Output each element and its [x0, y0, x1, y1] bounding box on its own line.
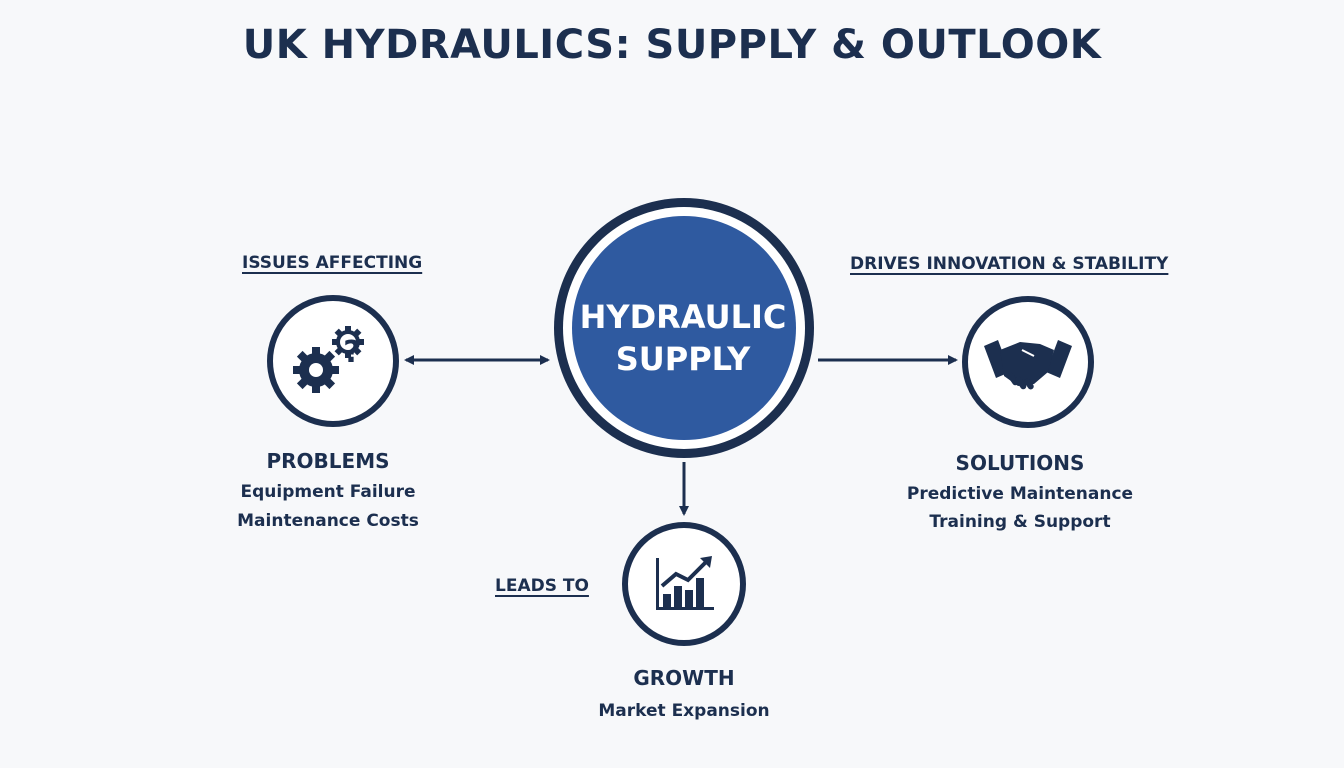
handshake-icon — [984, 340, 1072, 390]
connector-label-issues: ISSUES AFFECTING — [242, 253, 423, 273]
solutions-item: Training & Support — [929, 512, 1111, 532]
center-label-line2: SUPPLY — [615, 340, 751, 378]
growth-item: Market Expansion — [598, 701, 770, 721]
center-label-line1: HYDRAULIC — [579, 298, 787, 336]
problems-item: Maintenance Costs — [237, 511, 419, 531]
growth-node — [622, 522, 746, 646]
connector-label-drives: DRIVES INNOVATION & STABILITY — [850, 254, 1169, 274]
solutions-item: Predictive Maintenance — [906, 484, 1134, 504]
center-node-label: HYDRAULIC SUPPLY — [563, 296, 803, 380]
problems-heading: PROBLEMS — [266, 449, 390, 473]
problems-item: Equipment Failure — [240, 482, 416, 502]
growth-heading: GROWTH — [633, 666, 735, 690]
center-node — [554, 198, 814, 458]
page-title: UK HYDRAULICS: SUPPLY & OUTLOOK — [242, 22, 1102, 68]
growth-chart-icon — [656, 556, 714, 610]
gears-question-icon: ? — [293, 326, 364, 393]
solutions-node — [962, 296, 1094, 428]
problems-node: ? — [267, 295, 399, 427]
svg-text:?: ? — [343, 335, 360, 370]
solutions-heading: SOLUTIONS — [955, 451, 1085, 475]
connector-label-leads: LEADS TO — [495, 576, 589, 596]
